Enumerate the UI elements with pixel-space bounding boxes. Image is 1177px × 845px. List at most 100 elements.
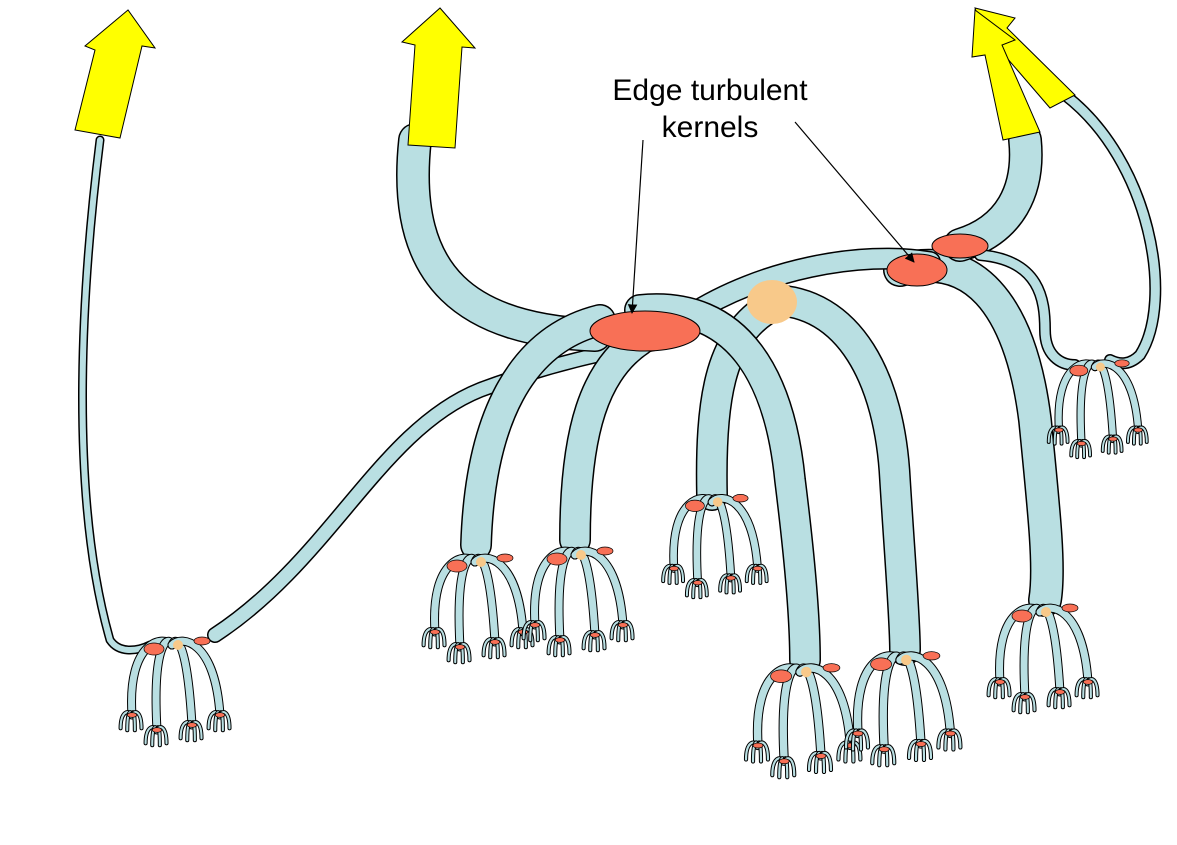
mini-kernel: [454, 644, 466, 650]
cluster-kernel-red: [496, 553, 514, 563]
mini-kernel: [589, 632, 601, 638]
cluster-kernel-red: [546, 552, 568, 566]
mini-kernel: [554, 637, 566, 643]
cluster-kernel-tan: [1041, 607, 1051, 617]
mini-kernel-legs: [1100, 434, 1124, 455]
cluster-right-top: [1046, 359, 1149, 460]
cluster-kernel-red: [193, 636, 211, 646]
right-edge-kernel: [886, 253, 948, 287]
center-edge-kernel: [589, 310, 701, 352]
mini-kernel-legs: [684, 578, 709, 600]
mini-kernel: [815, 753, 827, 759]
mini-kernel-legs: [581, 630, 607, 653]
mini-kernel-legs: [836, 740, 863, 764]
annotation-label-line2: kernels: [661, 111, 759, 144]
mini-kernel-legs: [906, 738, 934, 763]
mini-kernel-legs: [843, 728, 871, 752]
cluster-kernel-red: [596, 546, 614, 556]
mini-kernel: [878, 746, 890, 753]
mini-kernel-legs: [546, 635, 572, 658]
mini-kernel: [126, 712, 138, 718]
mini-kernel-legs: [744, 563, 769, 585]
cluster-kernel-tan: [576, 550, 586, 560]
cluster-kernel-red: [732, 494, 749, 503]
mini-kernel: [429, 629, 441, 635]
cluster-kernel-red: [870, 657, 892, 671]
cluster-left-b: [521, 546, 635, 658]
mini-kernel-legs: [446, 642, 472, 665]
arrow-right-front: [971, 9, 1041, 141]
mini-kernel: [692, 580, 703, 586]
right-edge-kernel-back: [931, 233, 989, 259]
large-flow-tubes: [78, 89, 1162, 676]
mini-kernel-legs: [481, 637, 507, 660]
cluster-kernel-red: [1069, 364, 1089, 377]
mini-kernel: [1054, 689, 1066, 695]
mini-kernel: [1054, 427, 1064, 433]
mini-kernel-legs: [743, 740, 771, 764]
mini-kernel: [669, 565, 679, 572]
annotation-label-line1: Edge turbulent: [612, 74, 808, 107]
mini-kernel: [151, 727, 163, 733]
mini-kernel: [945, 730, 956, 737]
mini-kernel-legs: [718, 573, 743, 595]
mini-kernel-legs: [206, 710, 232, 733]
arrow-center-left: [400, 7, 477, 149]
mini-kernel-legs: [1011, 692, 1037, 715]
mini-kernel-legs: [770, 756, 797, 780]
cluster-left-a: [421, 553, 535, 665]
mini-kernel-legs: [609, 620, 635, 643]
cluster-kernel-tan: [712, 497, 723, 507]
mini-kernel: [617, 622, 629, 628]
mini-kernel: [778, 758, 790, 765]
mini-kernel-legs: [986, 677, 1012, 700]
mini-kernel: [752, 742, 764, 749]
mini-kernel: [529, 622, 541, 628]
mini-kernel-legs: [661, 563, 686, 585]
mini-kernel-legs: [936, 728, 963, 752]
cluster-kernel-red: [685, 499, 705, 512]
mini-kernel: [1108, 436, 1118, 442]
mini-kernel-legs: [421, 627, 447, 650]
cluster-kernel-red: [822, 663, 841, 673]
cluster-kernel-red: [1061, 603, 1079, 613]
mini-kernel: [1019, 694, 1031, 700]
mini-kernel-legs: [870, 744, 897, 768]
mini-kernel-legs: [806, 750, 834, 775]
mini-kernel: [1082, 679, 1094, 685]
arrow-far-left: [74, 9, 157, 139]
pointer-to-center-kernel: [627, 139, 644, 314]
upward-arrows: [74, 7, 1076, 149]
cluster-kernel-red: [770, 669, 792, 683]
mini-kernel-legs: [1125, 425, 1149, 446]
cluster-center: [661, 494, 769, 600]
mini-kernel: [752, 565, 763, 572]
mini-kernel: [489, 639, 501, 645]
cluster-front-a: [743, 663, 863, 780]
annotation-pointers: [627, 121, 915, 314]
cluster-kernel-red: [1011, 609, 1033, 623]
mini-kernel: [915, 741, 927, 747]
mini-kernel-legs: [1046, 687, 1072, 710]
mini-kernel-legs: [178, 720, 204, 743]
mini-kernel: [994, 679, 1006, 685]
mini-kernel-legs: [521, 620, 547, 643]
cluster-far-left: [118, 636, 232, 748]
cluster-kernel-red: [922, 651, 941, 661]
cluster-kernel-red: [143, 642, 165, 656]
cluster-kernel-red: [1114, 359, 1130, 368]
cluster-kernel-red: [446, 559, 468, 573]
mini-kernel-legs: [1069, 439, 1092, 460]
mini-kernel: [852, 730, 864, 737]
cluster-right-mid: [986, 603, 1100, 715]
center-tan-kernel: [747, 280, 797, 324]
mini-kernel: [1133, 427, 1143, 433]
small-kernel-clusters: [118, 359, 1149, 780]
cluster-kernel-tan: [173, 640, 183, 650]
mini-kernel-legs: [143, 725, 169, 748]
mini-kernel-legs: [118, 710, 144, 733]
cluster-kernel-tan: [476, 557, 486, 567]
large-kernels: [589, 233, 989, 352]
cluster-front-b: [843, 651, 963, 768]
